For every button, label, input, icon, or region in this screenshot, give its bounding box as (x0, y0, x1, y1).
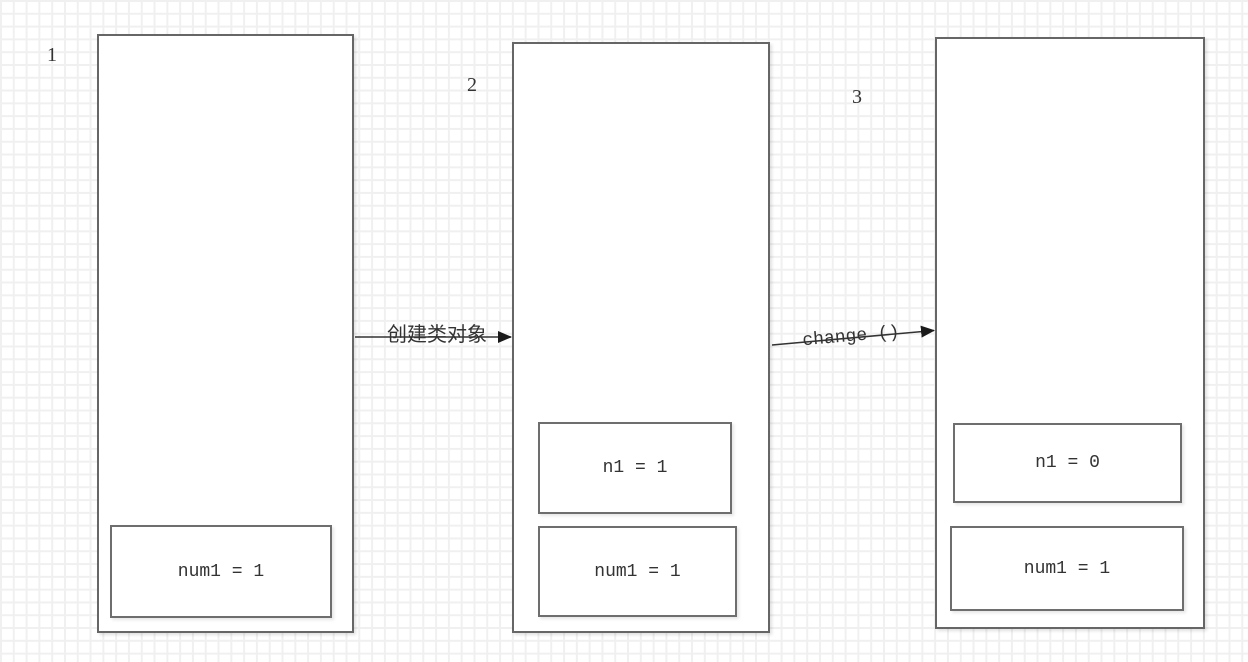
step-number-2: 2 (467, 74, 477, 96)
var-box-frame3-n1: n1 = 0 (953, 423, 1182, 503)
step-number-3: 3 (852, 86, 862, 108)
var-box-frame1-num1: num1 = 1 (110, 525, 332, 618)
arrow-change-call (771, 325, 935, 346)
var-box-frame2-num1: num1 = 1 (538, 526, 737, 617)
arrow-label-create-object: 创建类对象 (387, 325, 487, 348)
var-box-frame2-n1: n1 = 1 (538, 422, 732, 514)
step-number-1: 1 (47, 44, 57, 66)
var-box-frame3-num1: num1 = 1 (950, 526, 1184, 611)
